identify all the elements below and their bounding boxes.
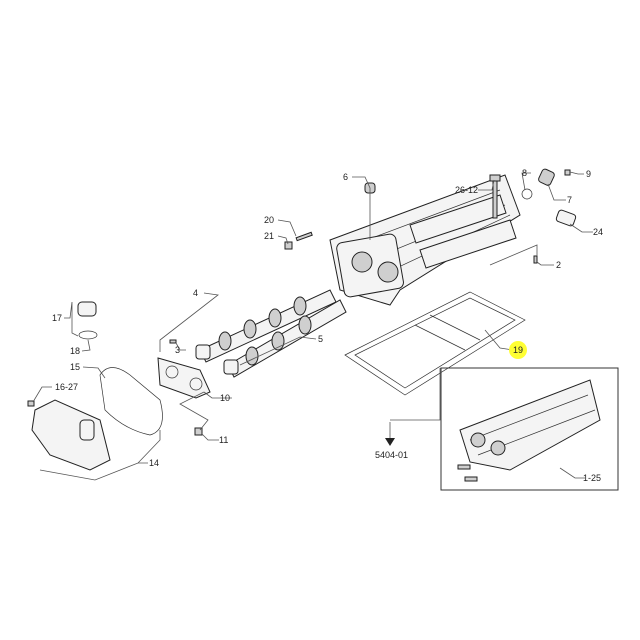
filler-cap-17[interactable] [77,301,97,317]
label-26-12[interactable]: 26-12 [455,185,478,195]
screw-16-27[interactable] [27,400,35,407]
label-19[interactable]: 19 [513,345,523,355]
label-21[interactable]: 21 [264,231,274,241]
part-labels: 26-12 8 9 6 7 20 21 24 2 4 17 18 3 5 19 … [52,168,603,483]
label-5[interactable]: 5 [318,334,323,344]
cylinder-head[interactable] [329,174,521,306]
arrow-icon [385,438,395,446]
label-17[interactable]: 17 [52,313,62,323]
label-9[interactable]: 9 [586,169,591,179]
highlight-marker [509,341,527,359]
label-11[interactable]: 11 [219,435,228,445]
screw-9[interactable] [564,169,571,176]
plug-24[interactable] [555,209,577,227]
timing-cover-14[interactable] [31,399,111,471]
key-3[interactable] [169,339,177,344]
bolt-26-12[interactable] [489,174,501,219]
sensor-7[interactable] [538,168,556,186]
label-7[interactable]: 7 [567,195,572,205]
label-10[interactable]: 10 [220,393,230,403]
label-8[interactable]: 8 [522,168,527,178]
label-6[interactable]: 6 [343,172,348,182]
stud-20[interactable] [295,231,313,242]
bolt-11[interactable] [194,427,203,436]
label-2[interactable]: 2 [556,260,561,270]
label-1-25[interactable]: 1-25 [583,473,601,483]
gasket-15[interactable] [99,367,163,436]
label-15[interactable]: 15 [70,362,80,372]
leader-lines [32,171,593,481]
label-reference-5404-01[interactable]: 5404-01 [375,450,408,460]
label-20[interactable]: 20 [264,215,274,225]
pin-2[interactable] [533,255,538,264]
assembly-inset[interactable] [440,367,619,491]
nut-21[interactable] [284,241,293,250]
label-14[interactable]: 14 [149,458,159,468]
label-24[interactable]: 24 [593,227,603,237]
camshaft-4[interactable] [195,289,337,363]
o-ring-8[interactable] [521,188,533,200]
label-18[interactable]: 18 [70,346,80,356]
label-4[interactable]: 4 [193,288,198,298]
cover-gasket-19[interactable] [344,291,526,396]
seal-18[interactable] [78,330,98,340]
label-3[interactable]: 3 [175,345,180,355]
label-16-27[interactable]: 16-27 [55,382,78,392]
gasket-10[interactable] [157,357,211,399]
